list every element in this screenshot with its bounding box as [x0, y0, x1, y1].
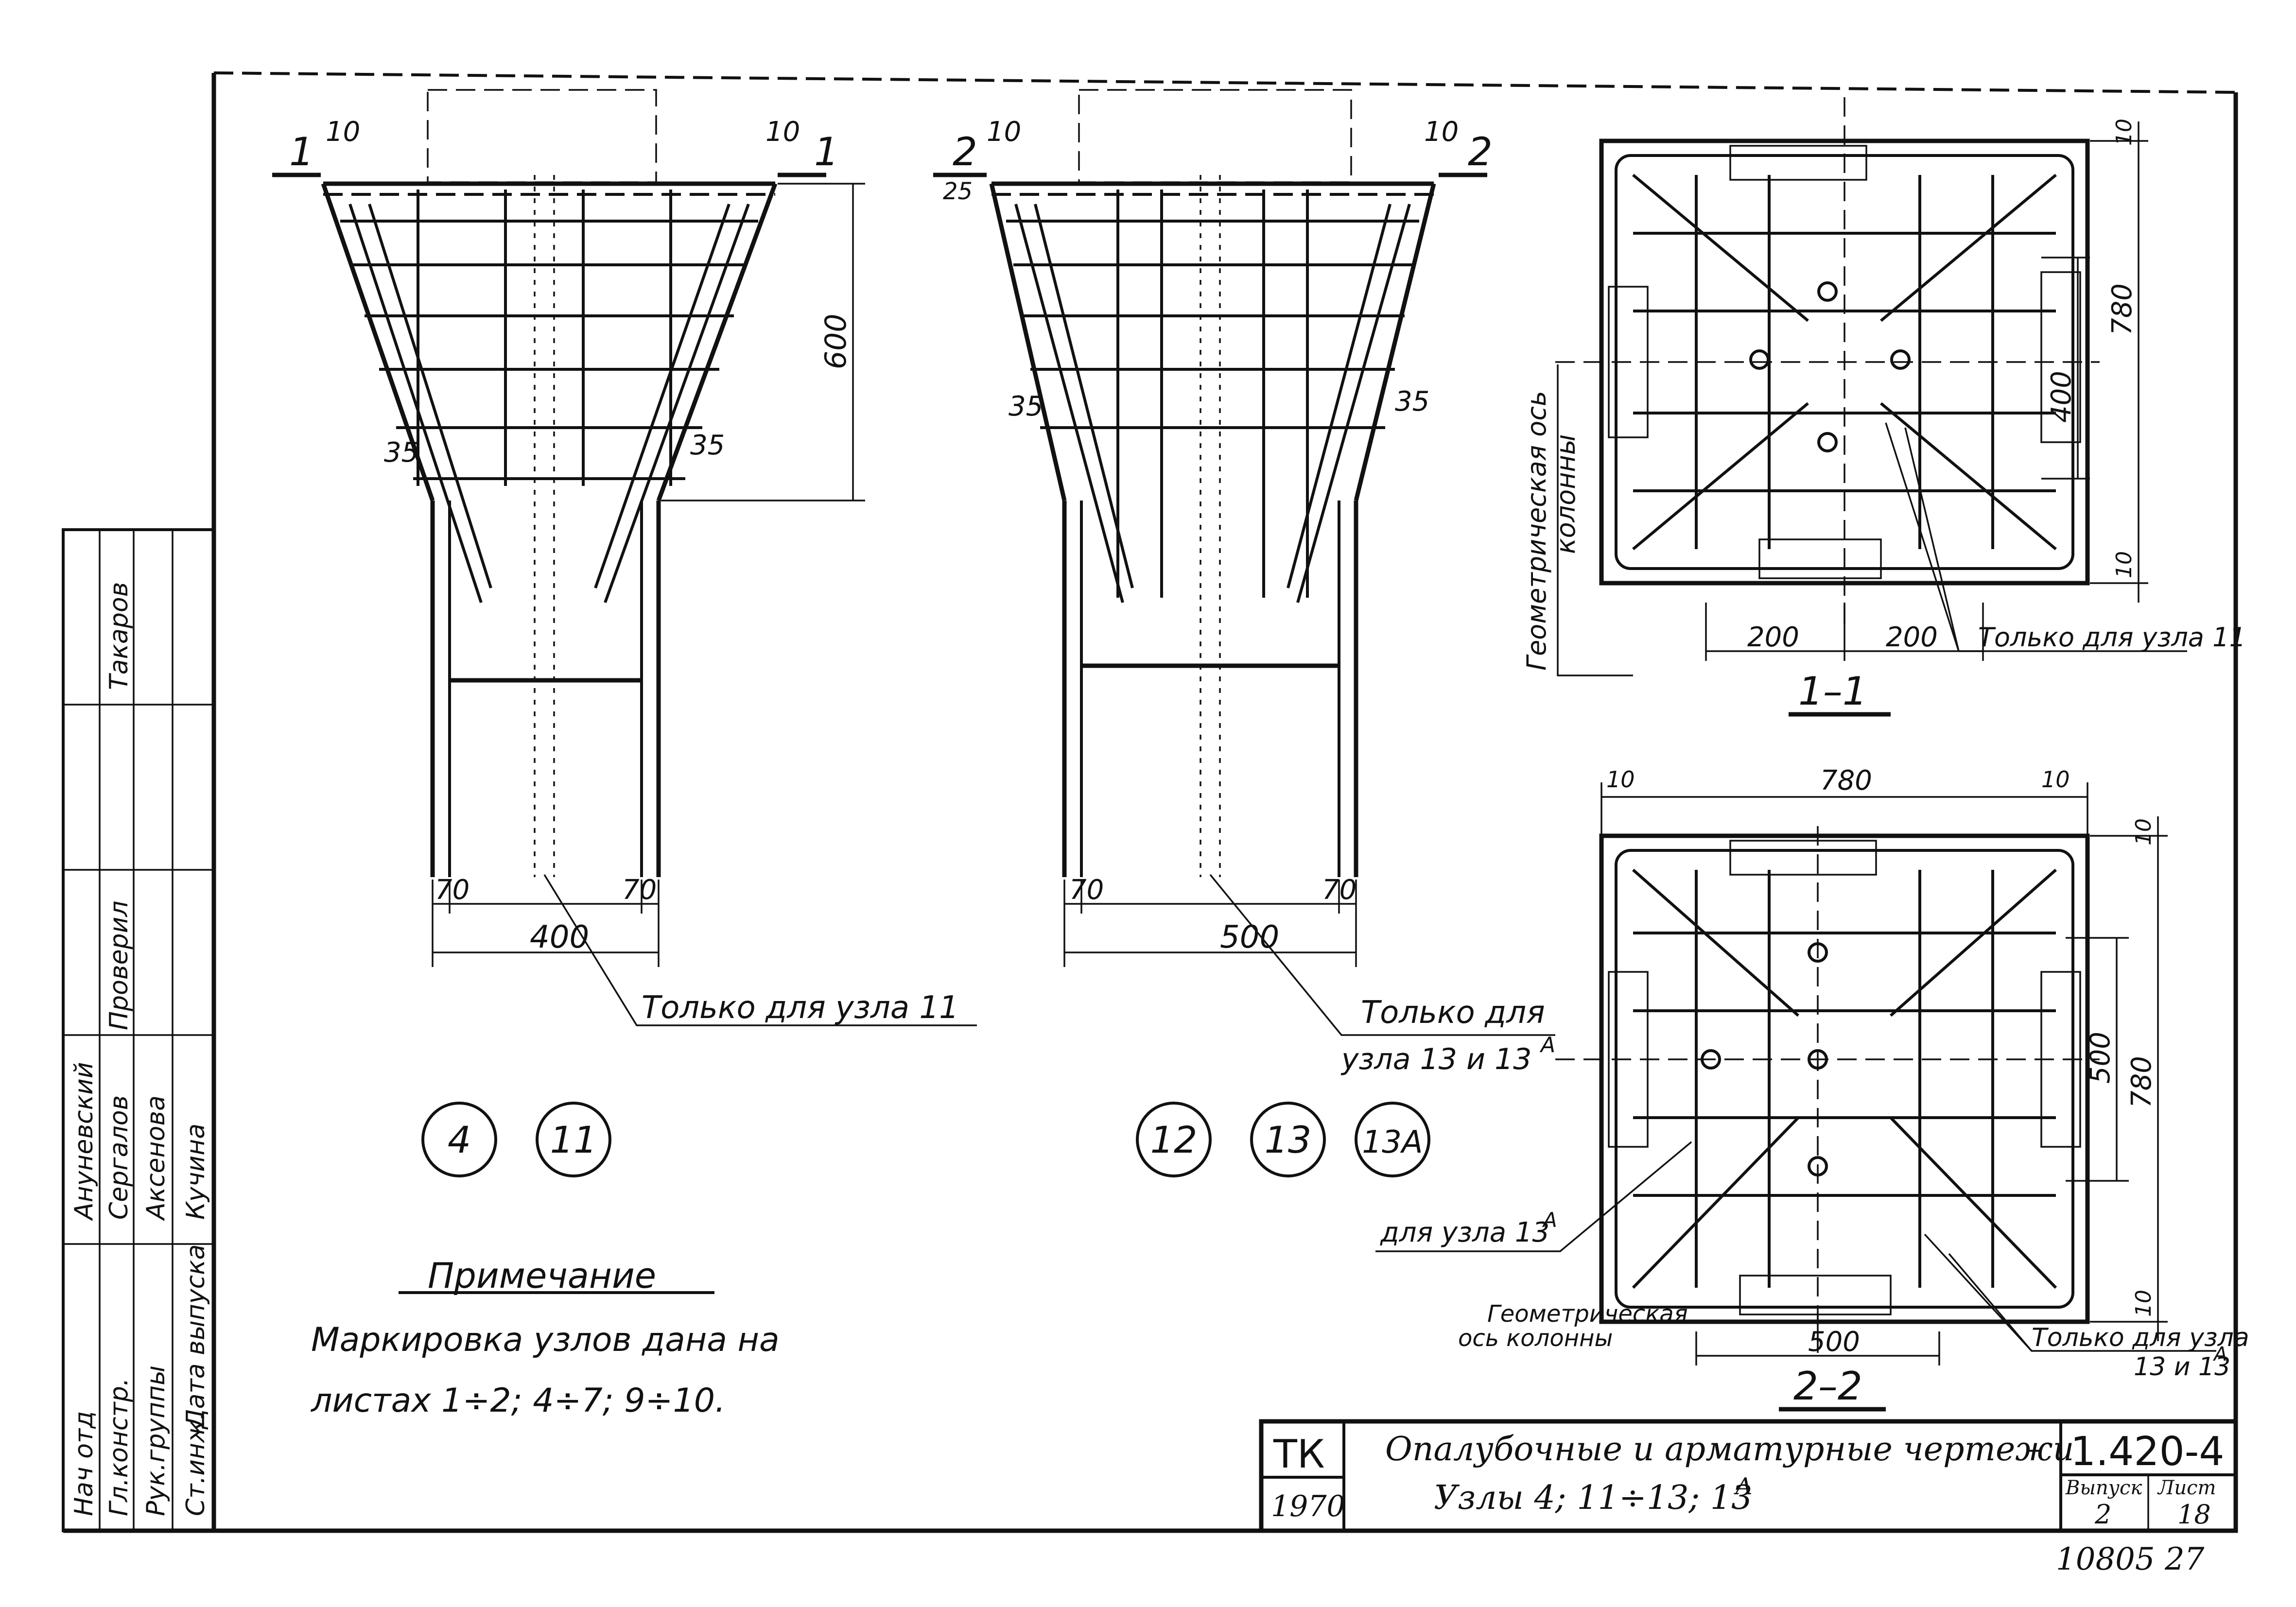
title-sheet-label: Лист — [2157, 1477, 2216, 1499]
stamp-role-4: Ст.инж. — [181, 1412, 210, 1516]
stamp-role-2: Гл.констр. — [104, 1378, 134, 1516]
sheet-frame — [63, 71, 2238, 1533]
elevation-node-11: 1 1 10 10 600 35 35 70 70 400 Только для… — [272, 89, 977, 1026]
dim-10-c-top: 10 — [2112, 119, 2137, 146]
stamp-role-3: Рук.группы — [141, 1365, 171, 1516]
dim-200-c-right: 200 — [1886, 622, 1938, 653]
dim-780-d: 780 — [1820, 765, 1872, 796]
note-for-13a-sup: А — [1542, 1208, 1557, 1232]
dim-70-b-left: 70 — [1069, 874, 1104, 906]
dim-10-d-top-right: 10 — [2131, 818, 2156, 846]
remark: Примечание Маркировка узлов дана на лист… — [310, 1255, 780, 1420]
dim-10-b-right: 10 — [1424, 116, 1459, 148]
note-only-13-13a-line1: Только для узла — [2032, 1323, 2249, 1352]
note-only-13-line2: узла 13 и 13 — [1340, 1042, 1531, 1076]
title-sheet: 18 — [2177, 1499, 2211, 1530]
dim-500: 500 — [1220, 919, 1279, 955]
note-only-13-sup: А — [1539, 1033, 1555, 1057]
title-line2: Узлы 4; 11÷13; 13 — [1434, 1479, 1752, 1517]
stamp-name-3: Аксенова — [141, 1095, 171, 1221]
geom-axis-d-line1: Геометрическая — [1487, 1300, 1688, 1328]
dim-10-d-right: 10 — [2041, 766, 2070, 793]
dim-35-right: 35 — [690, 430, 725, 461]
node-marker-11 — [536, 1102, 611, 1177]
section-label-2-2: 2–2 — [1793, 1364, 1862, 1409]
note-only-13-13a-line2: 13 и 13 — [2134, 1352, 2230, 1382]
node-marker-4 — [421, 1102, 497, 1177]
note-only-node-11-a: Только для узла 11 — [642, 990, 959, 1026]
node-label-13a: 13А — [1362, 1124, 1423, 1160]
dim-10-left: 10 — [326, 116, 360, 148]
dim-10-d-left: 10 — [1606, 766, 1635, 793]
dim-70-left: 70 — [435, 874, 470, 906]
dim-70-b-right: 70 — [1322, 874, 1357, 906]
dim-10-d-bottom-right: 10 — [2131, 1290, 2156, 1317]
dim-500-d-horizontal: 500 — [1808, 1326, 1860, 1358]
stamp-checker-role: Проверил — [104, 900, 134, 1030]
archive-number: 10805 27 — [2056, 1541, 2205, 1577]
remark-line1: Маркировка узлов дана на — [311, 1321, 780, 1359]
dim-35-b-left: 35 — [1009, 391, 1043, 422]
stamp-name-4: Кучина — [181, 1123, 210, 1220]
dim-200-c-left: 200 — [1747, 622, 1799, 653]
remark-line2: листах 1÷2; 4÷7; 9÷10. — [310, 1382, 726, 1420]
cut-mark-2-left: 2 — [953, 129, 977, 174]
remark-title: Примечание — [428, 1255, 656, 1296]
dim-400-c: 400 — [2046, 371, 2077, 423]
stamp-date-label: Дата выпуска — [181, 1244, 210, 1430]
cut-mark-1-right: 1 — [814, 129, 839, 174]
dim-25: 25 — [943, 178, 973, 205]
dim-400: 400 — [530, 919, 589, 955]
note-only-node-11-b: Только для узла 11 — [1978, 622, 2246, 653]
node-markers: 4 11 12 13 13А — [421, 1102, 1430, 1177]
dim-35-b-right: 35 — [1395, 386, 1429, 417]
elevation-node-13: 2 2 10 10 25 35 35 70 70 500 Только для … — [933, 89, 1555, 1076]
cut-mark-2-right: 2 — [1468, 129, 1493, 174]
dim-10-right: 10 — [765, 116, 800, 148]
stamp-role-1: Нач отд — [70, 1411, 99, 1516]
node-label-11: 11 — [550, 1118, 597, 1161]
node-label-13: 13 — [1265, 1118, 1312, 1161]
note-only-13-line1: Только для — [1361, 995, 1545, 1031]
title-issue-label: Выпуск — [2065, 1477, 2142, 1499]
title-issue: 2 — [2094, 1499, 2111, 1530]
stamp-name-1: Ануневский — [70, 1062, 99, 1221]
node-marker-13a — [1355, 1102, 1430, 1177]
note-for-13a: для узла 13 — [1380, 1217, 1549, 1248]
note-only-13-13a-sup: А — [2212, 1343, 2227, 1365]
title-line1: Опалубочные и арматурные чертежи — [1385, 1430, 2074, 1469]
dim-10-b-left: 10 — [987, 116, 1021, 148]
geom-axis-c-line2: колонны — [1550, 434, 1581, 554]
cut-mark-1-left: 1 — [289, 129, 314, 174]
geom-axis-c-line1: Геометрическая ось — [1521, 391, 1552, 671]
title-line2-sup: А — [1734, 1473, 1753, 1500]
title-code: 1.420-4 — [2070, 1429, 2225, 1475]
node-label-4: 4 — [448, 1118, 471, 1161]
node-label-12: 12 — [1150, 1118, 1198, 1161]
node-marker-12 — [1136, 1102, 1212, 1177]
dim-500-d-vertical: 500 — [2085, 1032, 2116, 1084]
title-org: ТК — [1273, 1432, 1325, 1477]
node-marker-13 — [1250, 1102, 1326, 1177]
geom-axis-d-line2: ось колонны — [1458, 1325, 1613, 1352]
title-block: ТК 1970 Опалубочные и арматурные чертежи… — [1259, 1419, 2238, 1577]
section-label-1-1: 1–1 — [1798, 669, 1867, 714]
dim-10-c-bottom: 10 — [2112, 551, 2137, 578]
dim-70-right: 70 — [622, 874, 657, 906]
dim-600: 600 — [819, 313, 853, 369]
stamp-name-2: Сергалов — [104, 1095, 134, 1220]
stamp-checker-name: Такаров — [104, 582, 134, 690]
side-stamp: Нач отд Гл.констр. Рук.группы Ст.инж. Ан… — [62, 528, 215, 1532]
dim-780-c: 780 — [2106, 283, 2138, 335]
section-2-2: 10 780 10 10 500 780 10 500 для узла 13 … — [1375, 765, 2249, 1412]
title-year: 1970 — [1271, 1489, 1345, 1523]
dim-35-left: 35 — [384, 437, 418, 468]
dim-780-d-vertical: 780 — [2126, 1056, 2157, 1108]
section-1-1: 780 400 10 10 200 200 Геометрическая ось… — [1521, 97, 2246, 717]
